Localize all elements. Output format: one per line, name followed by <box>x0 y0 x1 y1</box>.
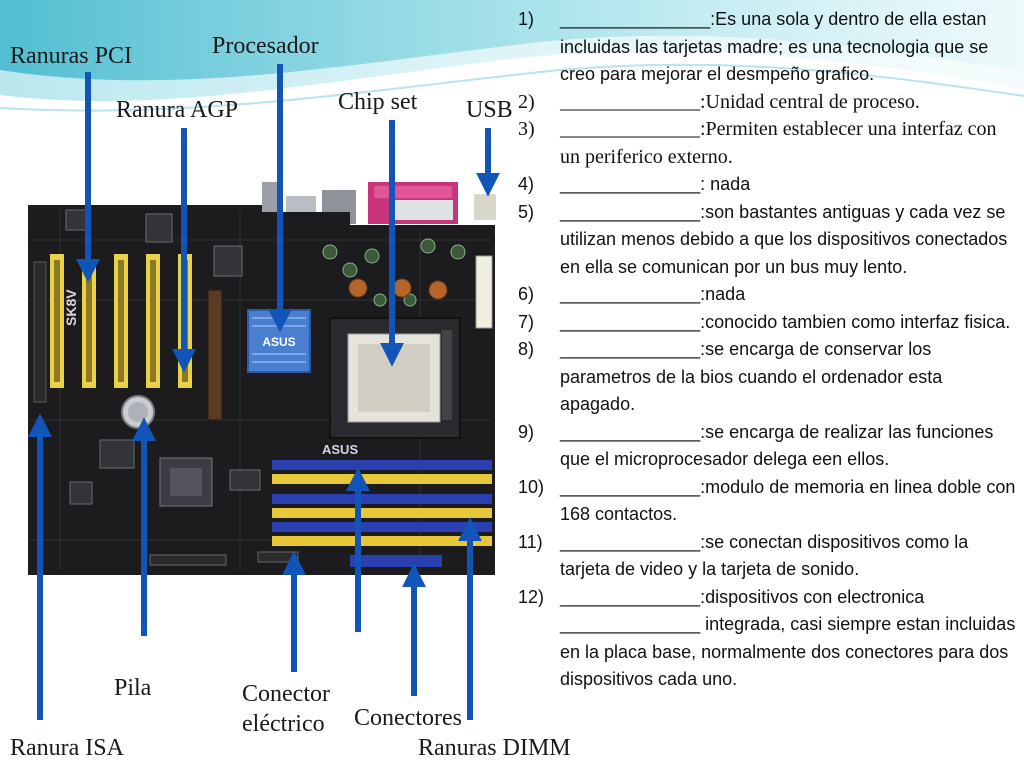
question-number: 11) <box>518 531 543 552</box>
question-item: 1) _______________:Es una sola y dentro d… <box>518 6 1018 89</box>
board-model-text: SK8V <box>63 289 79 326</box>
label-usb: USB <box>466 97 513 123</box>
question-item: 4) ______________: nada <box>518 171 1018 199</box>
question-number: 10) <box>518 476 545 497</box>
question-item: 12) ______________:dispositivos con elect… <box>518 584 1018 694</box>
label-ranuras-dimm: Ranuras DIMM <box>418 735 571 761</box>
question-number: 12) <box>518 586 545 607</box>
label-conector-electrico-line1: Conector <box>242 681 330 707</box>
question-text: :nada <box>700 284 746 304</box>
label-chip-set: Chip set <box>338 89 418 115</box>
ide-connectors <box>350 555 442 567</box>
question-item: 9) ______________:se encarga de realizar … <box>518 419 1018 474</box>
question-text: :son bastantes antiguas y cada vez se ut… <box>560 201 1008 277</box>
label-ranura-agp: Ranura AGP <box>116 97 238 123</box>
question-item: 7) ______________:conocido tambien como i… <box>518 309 1018 337</box>
question-number: 4) <box>518 174 535 194</box>
answer-blank: ______________ <box>560 284 701 304</box>
label-ranuras-pci: Ranuras PCI <box>10 43 132 69</box>
board-vendor-text: ASUS <box>322 442 358 457</box>
question-item: 6) ______________:nada <box>518 281 1018 309</box>
question-number: 1) <box>518 9 535 29</box>
question-number: 3) <box>518 118 535 140</box>
heatsink-logo: ASUS <box>262 335 295 349</box>
question-item: 10) ______________:modulo de memoria en l… <box>518 474 1018 529</box>
cpu-socket <box>329 317 461 439</box>
agp-slot <box>207 289 223 421</box>
capacitors <box>322 238 466 307</box>
question-text: :conocido tambien como interfaz fisica. <box>700 311 1011 332</box>
question-number: 2) <box>518 90 535 113</box>
question-text: :se encarga de realizar las funciones qu… <box>560 421 994 470</box>
label-pila: Pila <box>114 675 152 701</box>
answer-blank: ______________ <box>560 311 701 332</box>
answer-blank: ______________ <box>560 174 701 194</box>
question-number: 9) <box>518 421 535 442</box>
northbridge-heatsink: ASUS <box>247 309 311 373</box>
answer-blank: ______________ <box>560 201 701 222</box>
question-text: :se encarga de conservar los parametros … <box>560 339 943 414</box>
answer-blank: ______________ <box>560 118 700 140</box>
label-conector-electrico-line2: eléctrico <box>242 711 325 737</box>
question-item: 3) ______________:Permiten establecer una… <box>518 116 1018 171</box>
question-text: :Es una sola y dentro de ella estan incl… <box>560 9 989 84</box>
question-text: :dispositivos con electronica __________… <box>560 586 1016 690</box>
question-item: 2) ______________:Unidad central de proce… <box>518 89 1018 117</box>
question-number: 8) <box>518 339 535 359</box>
question-number: 5) <box>518 201 535 222</box>
question-text: :modulo de memoria en linea doble con 16… <box>560 476 1016 525</box>
answer-blank: ______________ <box>560 421 701 442</box>
answer-blank: ______________ <box>560 586 701 607</box>
label-procesador: Procesador <box>212 33 319 59</box>
question-item: 11) ______________:se conectan dispositiv… <box>518 529 1018 584</box>
question-text: :se conectan dispositivos como la tarjet… <box>560 531 969 580</box>
answer-blank: _______________ <box>560 9 711 29</box>
label-ranura-isa: Ranura ISA <box>10 735 124 761</box>
label-conectores: Conectores <box>354 705 462 731</box>
answer-blank: ______________ <box>560 476 701 497</box>
question-number: 7) <box>518 311 535 332</box>
question-list: 1) _______________:Es una sola y dentro d… <box>518 6 1018 694</box>
dimm-slots <box>272 460 492 546</box>
question-item: 8) ______________:se encarga de conservar… <box>518 336 1018 419</box>
answer-blank: ______________ <box>560 90 700 113</box>
answer-blank: ______________ <box>560 531 701 552</box>
isa-slot <box>33 261 47 403</box>
question-text: :Permiten establecer una interfaz con un… <box>560 118 997 168</box>
question-text: : nada <box>700 174 751 194</box>
answer-blank: ______________ <box>560 339 701 359</box>
atx-power-connector <box>475 255 493 329</box>
cmos-battery <box>121 395 155 429</box>
question-text: :Unidad central de proceso. <box>700 90 920 113</box>
question-item: 5) ______________:son bastantes antiguas … <box>518 199 1018 282</box>
southbridge-chip <box>159 457 213 507</box>
question-number: 6) <box>518 284 535 304</box>
